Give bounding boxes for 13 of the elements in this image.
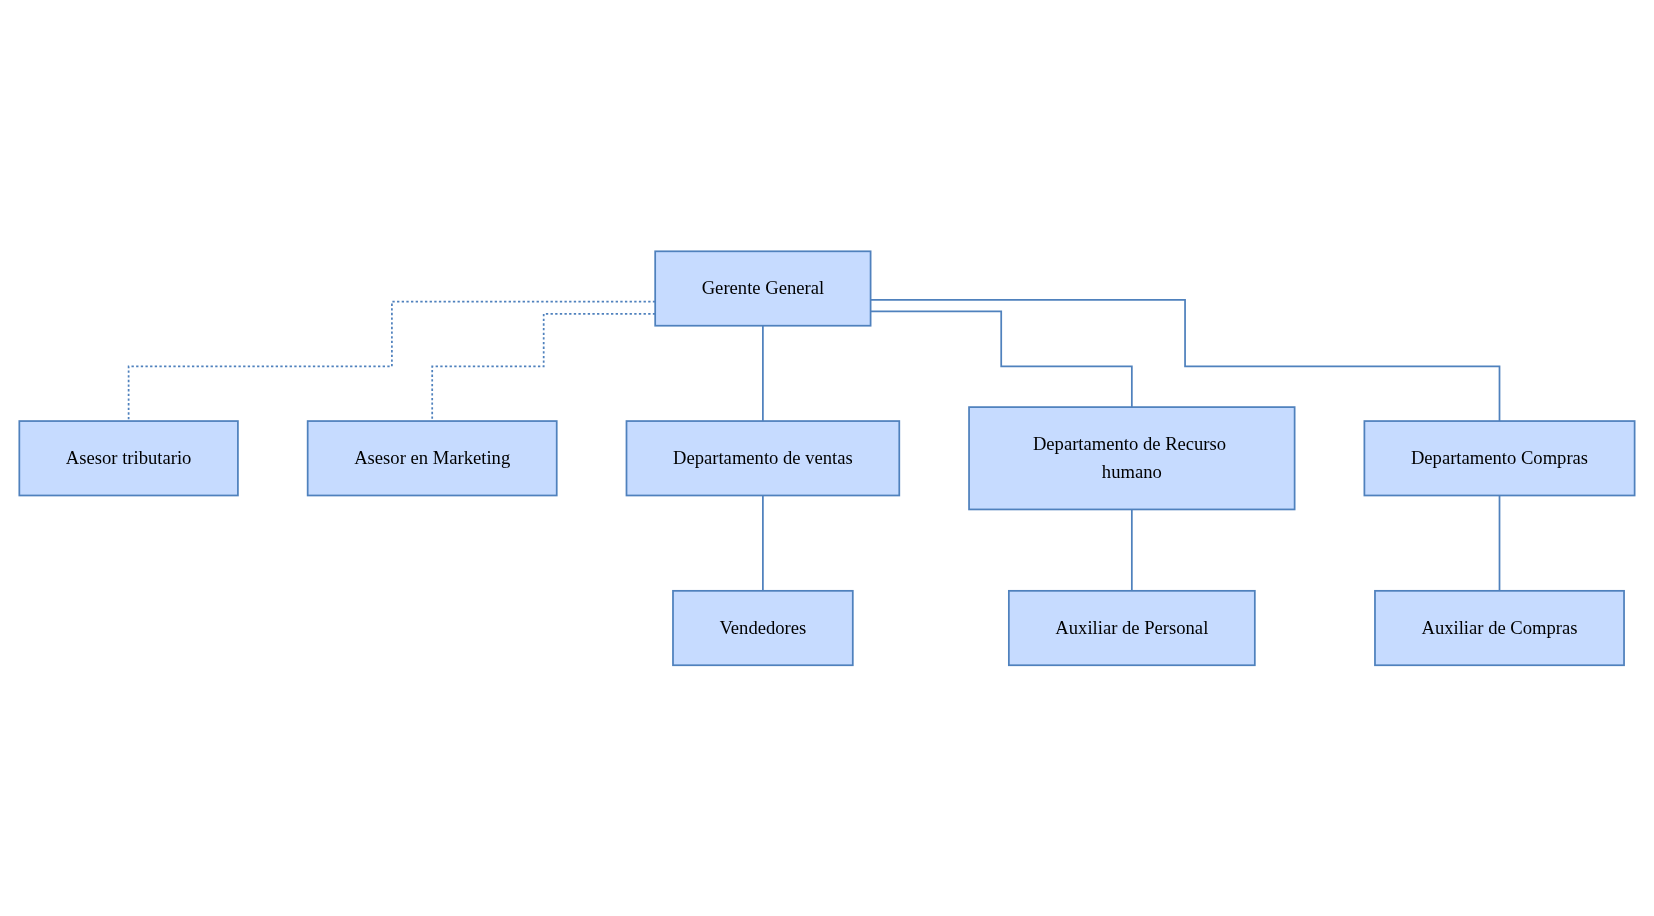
node-box: Asesor tributario [18,419,239,497]
node-box: Vendedores [672,589,854,666]
node-box: Gerente General [654,250,872,327]
node-box: Departamento de ventas [625,419,901,497]
node-box: Auxiliar de Compras [1374,589,1625,666]
node-box: Departamento Compras [1363,419,1636,497]
node-box: Departamento de Recurso humano [968,405,1296,510]
connector [762,494,764,592]
node-box: Auxiliar de Personal [1008,589,1256,666]
connector [762,324,764,422]
node-box: Asesor en Marketing [306,419,558,497]
connector [1131,508,1133,592]
connector [1498,494,1501,592]
